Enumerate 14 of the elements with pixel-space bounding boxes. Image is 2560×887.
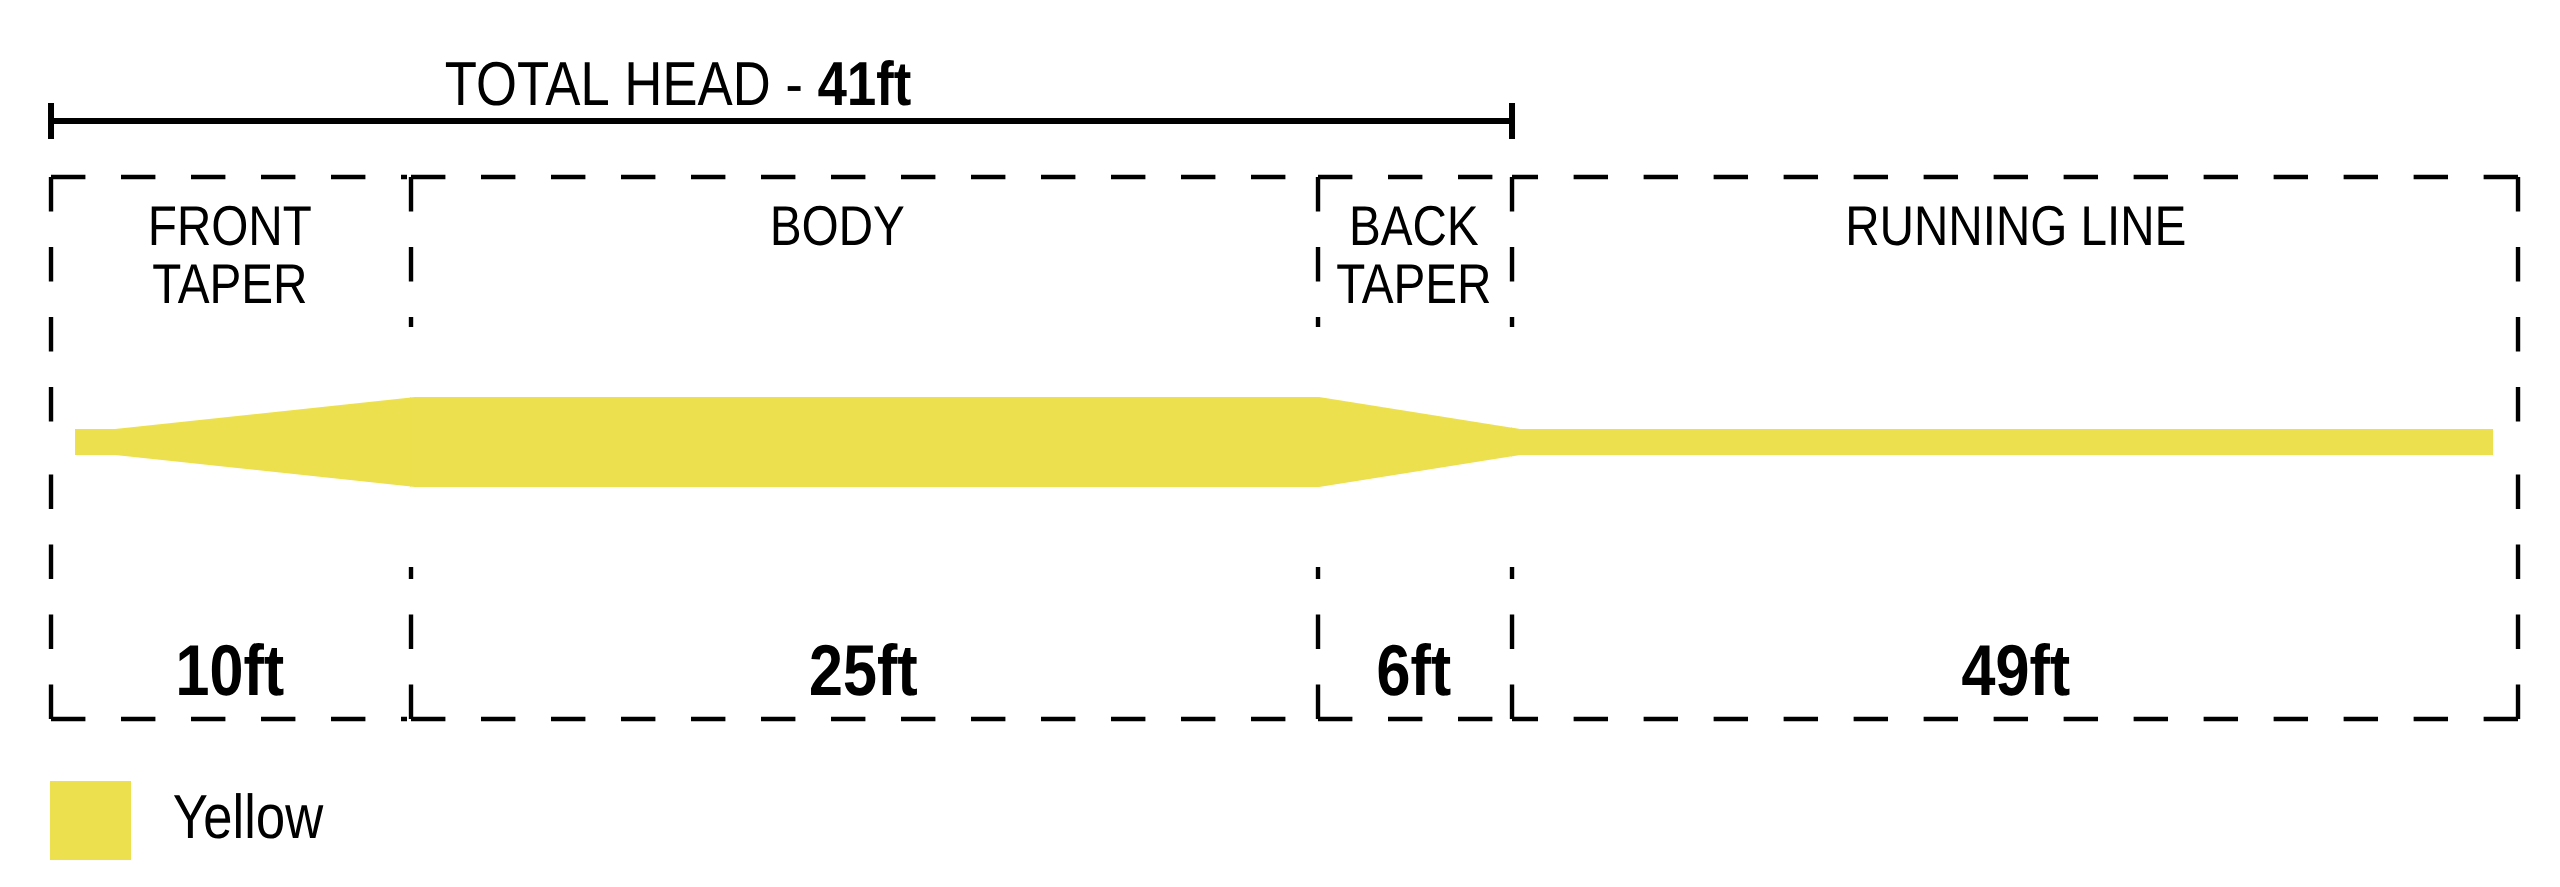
section-box xyxy=(1315,174,1512,722)
section-label: FRONT TAPER xyxy=(151,205,311,303)
legend-label: Yellow xyxy=(173,793,324,839)
length-value: 6ft xyxy=(1378,642,1451,696)
section-box xyxy=(48,174,411,722)
length-value: 49ft xyxy=(1962,642,2070,696)
length-value: 25ft xyxy=(811,642,917,696)
length-value: 10ft xyxy=(179,642,284,696)
section-box xyxy=(408,174,1318,722)
dimension-label: TOTAL HEAD - 41ft xyxy=(445,60,911,106)
section-box xyxy=(1509,174,2521,722)
section-label: RUNNING LINE xyxy=(1849,205,2185,246)
section-label: BODY xyxy=(773,205,904,246)
section-label: BACK TAPER xyxy=(1337,205,1490,303)
